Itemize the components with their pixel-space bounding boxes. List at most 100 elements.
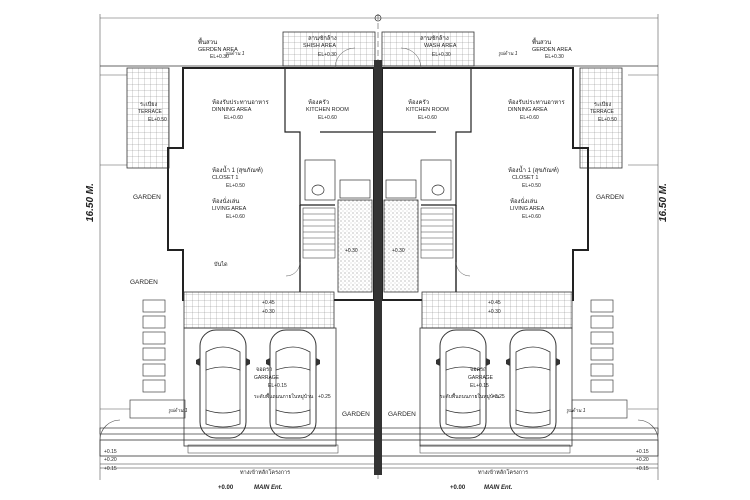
terrace-el-left: EL+0.50 [148,117,167,123]
entrance-th-left: ทางเข้าหลักโครงการ [240,468,290,476]
terrace-el-right: EL+0.50 [598,117,617,123]
kitchen-right: KITCHEN ROOM [406,107,449,113]
porch-el-right-2: +0.30 [488,309,501,315]
garage-right-label: GARRAGE [468,375,494,381]
court-el-left: +0.30 [345,248,358,254]
party-wall [374,60,382,475]
front-el-right-1: +0.15 [636,449,649,455]
garden-area-right: GERDEN AREA [532,47,572,53]
garage-th-right: จอดรถ [470,367,486,373]
elev-tag-right: รูปด้าน 1 [566,407,586,414]
dining-left: DINNING AREA [212,107,252,113]
garden-area-th-left: พื้นสวน [198,36,217,46]
closet-th-left: ห้องน้ำ 1 (สุขภัณฑ์) [212,164,263,174]
terrace-right-label: TERRACE [590,109,615,115]
living-th-left: ห้องนั่งเล่น [212,197,239,205]
front-el-left-2: +0.20 [104,457,117,463]
front-fence [99,427,659,469]
dining-th-right: ห้องรับประทานอาหาร [508,99,565,106]
wash-area-right [381,31,475,67]
porch-left [183,291,335,329]
dining-th-left: ห้องรับประทานอาหาร [212,99,269,106]
living-el-right: EL+0.60 [522,214,541,220]
main-ent-left: MAIN Ent. [254,485,283,491]
driveway-el-left: +0.25 [318,394,331,400]
wash-area-label-left: SHISH AREA [303,43,336,49]
living-el-left: EL+0.60 [226,214,245,220]
inner-court-right [383,199,419,293]
wash-th-right: ลานซักล้าง [420,35,449,42]
court-el-right: +0.30 [392,248,405,254]
elev-tag-top-left: รูปด้าน 1 [225,50,245,57]
garden-label-right-2: GARDEN [388,411,416,418]
closet-left: CLOSET 1 [212,175,239,181]
inner-court-left [337,199,373,293]
garden-label-left-3: GARDEN [342,411,370,418]
garage-left [183,327,337,447]
paving-left [129,299,186,419]
main-ent-right: MAIN Ent. [484,485,513,491]
closet-el-right: EL+0.50 [522,183,541,189]
closet-right: CLOSET 1 [512,175,539,181]
garage-el-left: EL+0.15 [268,383,287,389]
kitchen-el-right: EL+0.60 [418,115,437,121]
zero-right: +0.00 [450,485,466,491]
porch-el-left-1: +0.45 [262,300,275,306]
door-swings [285,47,471,277]
dining-el-left: EL+0.60 [224,115,243,121]
wash-el-right: EL+0.30 [432,52,451,58]
gate-doors [99,419,659,441]
kitchen-th-right: ห้องครัว [408,99,429,106]
garden-el-right: EL+0.30 [545,54,564,60]
driveway-el-right: +0.25 [492,394,505,400]
driveway-th-left: ระดับพื้นถนนภายในหมู่บ้าน [254,391,314,400]
garage-th-left: จอดรถ [256,367,272,373]
kitchen-left: KITCHEN ROOM [306,107,349,113]
closet-el-left: EL+0.50 [226,183,245,189]
dimension-right: 16.50 M. [658,183,669,222]
garage-right [419,327,573,447]
living-left: LIVING AREA [212,206,247,212]
garden-label-right-1: GARDEN [596,194,624,201]
stair-right [420,207,454,259]
zero-left: +0.00 [218,485,234,491]
living-right: LIVING AREA [510,206,545,212]
porch-el-left-2: +0.30 [262,309,275,315]
stair-th-left: บันได [214,261,228,268]
stair-left [302,207,336,259]
dining-right: DINNING AREA [508,107,548,113]
porch-el-right-1: +0.45 [488,300,501,306]
driveway-th-right: ระดับพื้นถนนภายในหมู่บ้าน [440,391,500,400]
living-th-right: ห้องนั่งเล่น [510,197,537,205]
garage-left-label: GARRAGE [254,375,280,381]
elev-tag-left: รูปด้าน 1 [168,407,188,414]
grid-marker-top [374,14,382,22]
front-el-left-3: +0.15 [104,466,117,472]
wash-el-left: EL+0.30 [318,52,337,58]
garden-el-left: EL+0.30 [210,54,229,60]
closet-th-right: ห้องน้ำ 1 (สุขภัณฑ์) [508,164,559,174]
wash-area-left [282,31,376,67]
garage-el-right: EL+0.15 [470,383,489,389]
terrace-left-label: TERRACE [138,109,163,115]
car-right-2 [505,329,561,439]
porch-right [421,291,573,329]
garden-area-left: GERDEN AREA [198,47,238,53]
wash-area-label-right: WASH AREA [424,43,457,49]
car-left-1 [195,329,251,439]
toilet-fixtures [304,159,452,201]
elev-tag-top-right: รูปด้าน 1 [498,50,518,57]
front-el-right-3: +0.15 [636,466,649,472]
garden-area-th-right: พื้นสวน [532,36,551,46]
garden-label-left-1: GARDEN [133,194,161,201]
dimension-left: 16.50 M. [85,183,96,222]
kitchen-th-left: ห้องครัว [308,99,329,106]
front-el-left-1: +0.15 [104,449,117,455]
wash-th-left: ลานซักล้าง [308,35,337,42]
entrance-th-right: ทางเข้าหลักโครงการ [478,468,528,476]
front-el-right-2: +0.20 [636,457,649,463]
terrace-left [126,67,170,169]
garden-label-left-2: GARDEN [130,279,158,286]
terrace-th-left: ระเบียง [140,101,158,108]
